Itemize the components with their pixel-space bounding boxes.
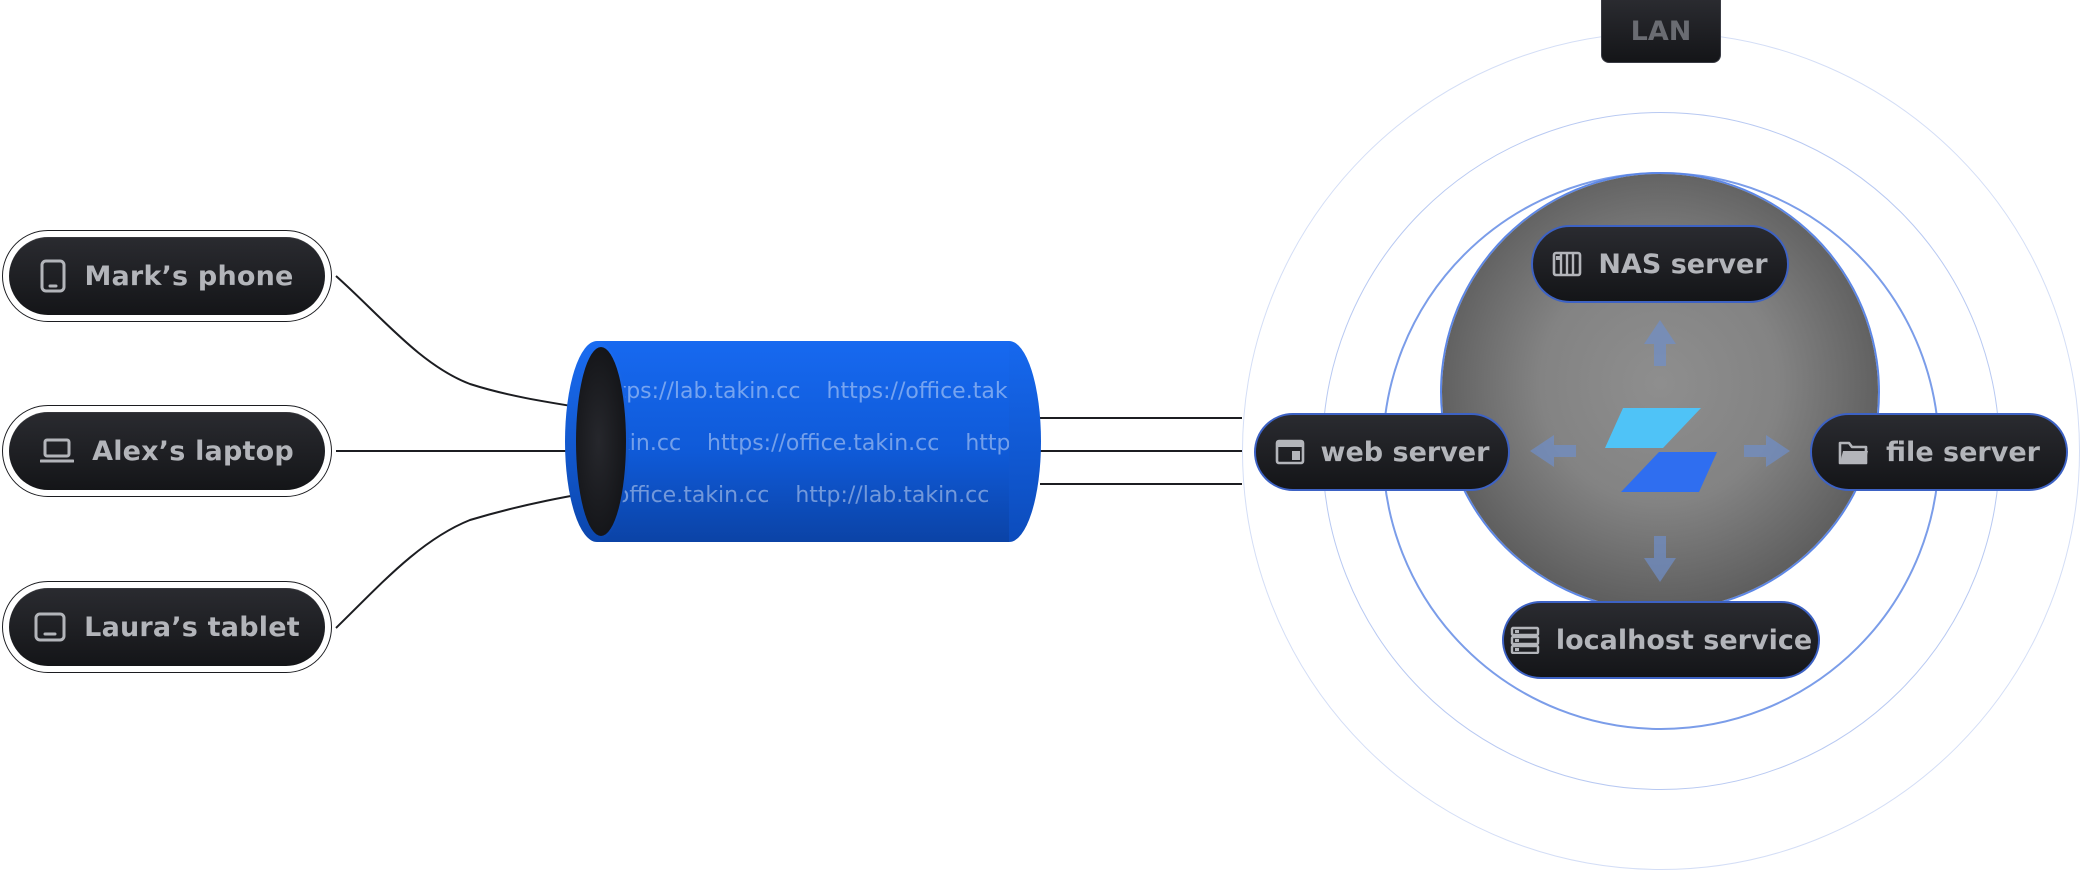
phone-icon (40, 259, 66, 293)
tunnel-url: https://lab.takin.cc (597, 379, 801, 404)
tunnel-url: https://office.takin.cc (826, 379, 1010, 404)
service-label: web server (1320, 436, 1490, 468)
device-label: Mark’s phone (84, 260, 294, 292)
tunnel-opening (576, 347, 626, 536)
tunnel-url: http://lab.takin.cc (795, 483, 990, 508)
service-localhost[interactable]: localhost service (1502, 601, 1820, 679)
service-file-server[interactable]: file server (1810, 413, 2068, 491)
lan-title: LAN (1601, 0, 1721, 63)
service-label: file server (1886, 436, 2040, 468)
device-marks-phone[interactable]: Mark’s phone (2, 230, 332, 322)
tunnel-url-row: https://lab.takin.cc https://office.takin… (597, 379, 1009, 404)
folder-icon (1838, 441, 1869, 465)
tunnel-url: https://office.takin.cc (965, 431, 1009, 456)
device-lauras-tablet[interactable]: Laura’s tablet (2, 581, 332, 673)
browser-window-icon (1275, 439, 1304, 465)
device-label: Laura’s tablet (84, 611, 300, 643)
tunnel-body (597, 341, 1009, 542)
tunnel-url-row: https://office.takin.cc http://lab.takin.… (597, 483, 1009, 508)
service-nas-server[interactable]: NAS server (1531, 225, 1789, 303)
laptop-icon (40, 438, 75, 463)
device-label: Alex’s laptop (92, 435, 294, 467)
arrow-left-icon (1530, 435, 1576, 467)
arrow-up-icon (1644, 320, 1676, 366)
service-label: NAS server (1598, 248, 1768, 280)
service-label: localhost service (1555, 624, 1813, 656)
tablet-icon (34, 612, 66, 642)
tunnel-url: https://office.takin.cc (597, 483, 770, 508)
arrow-down-icon (1644, 536, 1676, 582)
service-web-server[interactable]: web server (1254, 413, 1510, 491)
core-arrows (1530, 320, 1790, 582)
device-alexs-laptop[interactable]: Alex’s laptop (2, 405, 332, 497)
tunnel-url: https://office.takin.cc (707, 431, 940, 456)
nas-icon (1553, 251, 1582, 277)
server-rack-icon (1510, 626, 1540, 654)
arrow-right-icon (1744, 435, 1790, 467)
takin-logo-icon (1605, 408, 1717, 492)
tunnel-url-row: http://lab.takin.cchttps://office.takin.… (597, 431, 1009, 456)
